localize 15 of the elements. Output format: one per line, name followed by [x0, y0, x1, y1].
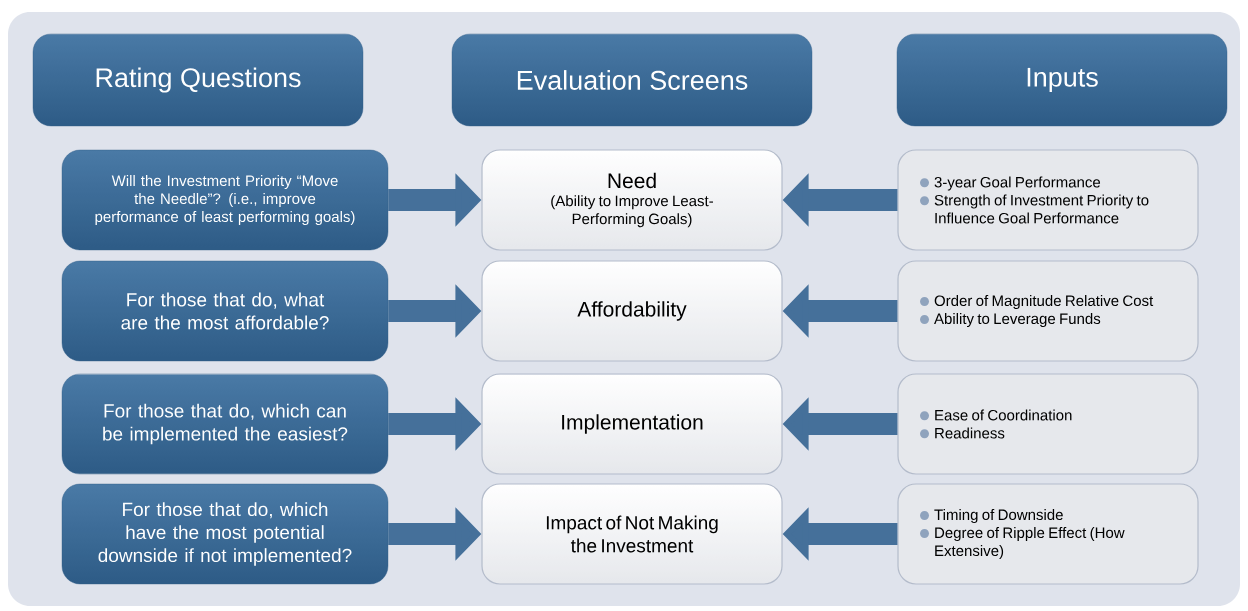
screen-box: Implementation	[481, 373, 783, 475]
input-box: 3-year Goal Performance Strength of Investment Priority to Influence Goal Performance	[897, 149, 1199, 251]
question-box: For those that do, which have the most potential downside if not implemented?	[61, 483, 389, 585]
header-box: Inputs	[896, 33, 1228, 127]
input-box: Order of Magnitude Relative Cost Ability to Leverage Funds	[897, 260, 1199, 362]
screen-box: Need (Ability to Improve Least-Performing Goals)	[481, 149, 783, 251]
question-box: For those that do, what are the most affordable?	[61, 260, 389, 362]
input-box: Ease of Coordination Readiness	[897, 373, 1199, 475]
screen-box: Impact of Not Making the Investment	[481, 483, 783, 585]
question-box: Will the Investment Priority “Move the Needle”? (i.e., improve performance of least performing goals)	[61, 149, 389, 251]
screen-box: Affordability	[481, 260, 783, 362]
header-box: Rating Questions	[32, 33, 364, 127]
input-box: Timing of Downside Degree of Ripple Effect (How Extensive)	[897, 483, 1199, 585]
header-box: Evaluation Screens	[451, 33, 813, 127]
question-box: For those that do, which can be implemented the easiest?	[61, 373, 389, 475]
